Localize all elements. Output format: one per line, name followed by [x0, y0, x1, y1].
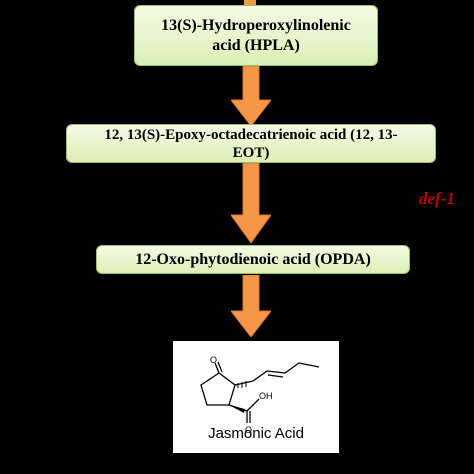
jasmonic-acid-structure: O OH O Jasmonic Acid	[173, 341, 339, 453]
arrow-hpla-to-eot	[231, 66, 271, 126]
arrow-opda-to-ja	[231, 275, 271, 337]
step-hpla-line1: 13(S)-Hydroperoxylinolenic	[161, 16, 351, 34]
acid-oxygen-label: O	[245, 425, 252, 435]
step-box-opda: 12-Oxo-phytodienoic acid (OPDA)	[96, 245, 410, 274]
product-name: Jasmonic Acid	[208, 425, 304, 442]
step-eot-line2: EOT)	[232, 144, 270, 161]
jasmonic-acid-molecule: O OH O	[200, 355, 320, 435]
enzyme-label: def-1	[419, 189, 455, 208]
step-opda-line1: 12-Oxo-phytodienoic acid (OPDA)	[135, 250, 371, 268]
step-box-eot: 12, 13(S)-Epoxy-octadecatrienoic acid (1…	[66, 124, 436, 163]
step-box-hpla: 13(S)-Hydroperoxylinolenic acid (HPLA)	[134, 5, 378, 66]
step-eot-line1: 12, 13(S)-Epoxy-octadecatrienoic acid (1…	[104, 126, 398, 143]
acid-oh-label: OH	[259, 391, 273, 401]
arrow-eot-to-opda	[231, 163, 271, 243]
step-hpla-line2: acid (HPLA)	[212, 36, 300, 54]
ketone-oxygen-label: O	[210, 355, 217, 365]
